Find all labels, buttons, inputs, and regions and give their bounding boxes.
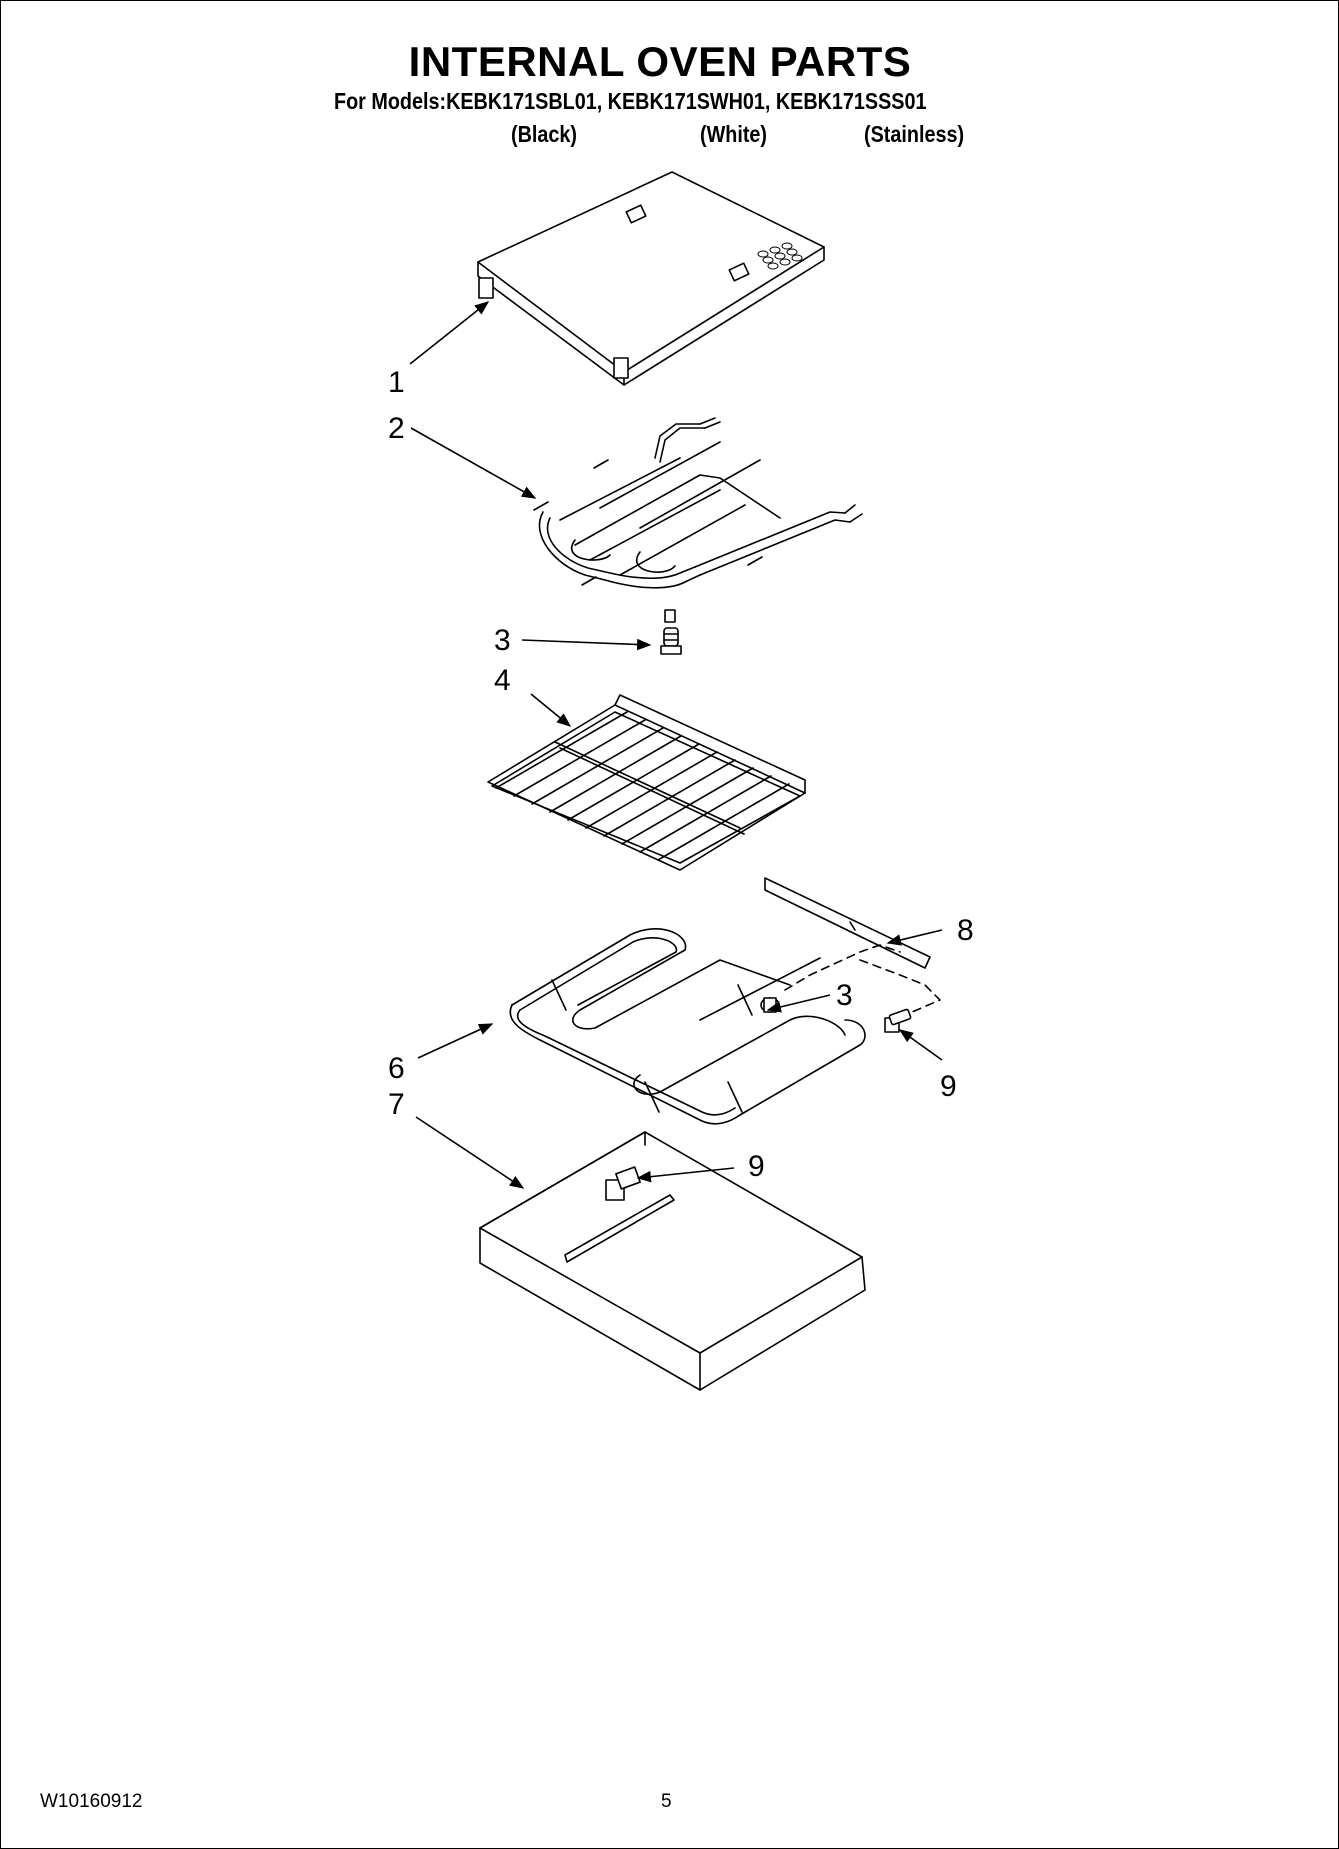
- page-number: 5: [661, 1791, 672, 1812]
- models-line: For Models:KEBK171SBL01, KEBK171SWH01, K…: [334, 88, 927, 114]
- callout-1: 1: [388, 366, 405, 399]
- oven-rack-part: [487, 694, 806, 871]
- dashed-line-b: [859, 959, 941, 1016]
- screw-part-3: [884, 1008, 912, 1033]
- callout-7: 7: [388, 1088, 405, 1121]
- bracket-part: [764, 877, 931, 969]
- bake-element-part: [509, 927, 866, 1125]
- dashed-line-a: [784, 944, 901, 991]
- variant-black: (Black): [511, 121, 577, 147]
- bottom-pan-part: [479, 1131, 866, 1391]
- page-title: INTERNAL OVEN PARTS: [408, 38, 912, 85]
- callout-2: 2: [388, 412, 405, 445]
- variant-white: (White): [700, 121, 768, 147]
- callout-9-second: 9: [748, 1150, 765, 1183]
- callout-9: 9: [940, 1070, 957, 1103]
- variant-stainless: (Stainless): [864, 121, 965, 147]
- document-number: W10160912: [40, 1791, 143, 1812]
- callout-6: 6: [388, 1052, 405, 1085]
- callout-3: 3: [494, 624, 511, 657]
- top-panel-part: [477, 171, 825, 386]
- broil-element-part: [533, 417, 863, 623]
- callout-4: 4: [494, 664, 511, 697]
- callout-3-second: 3: [836, 979, 853, 1012]
- screw-part: [660, 627, 682, 655]
- callout-8: 8: [957, 914, 974, 947]
- vent-holes: [757, 242, 803, 270]
